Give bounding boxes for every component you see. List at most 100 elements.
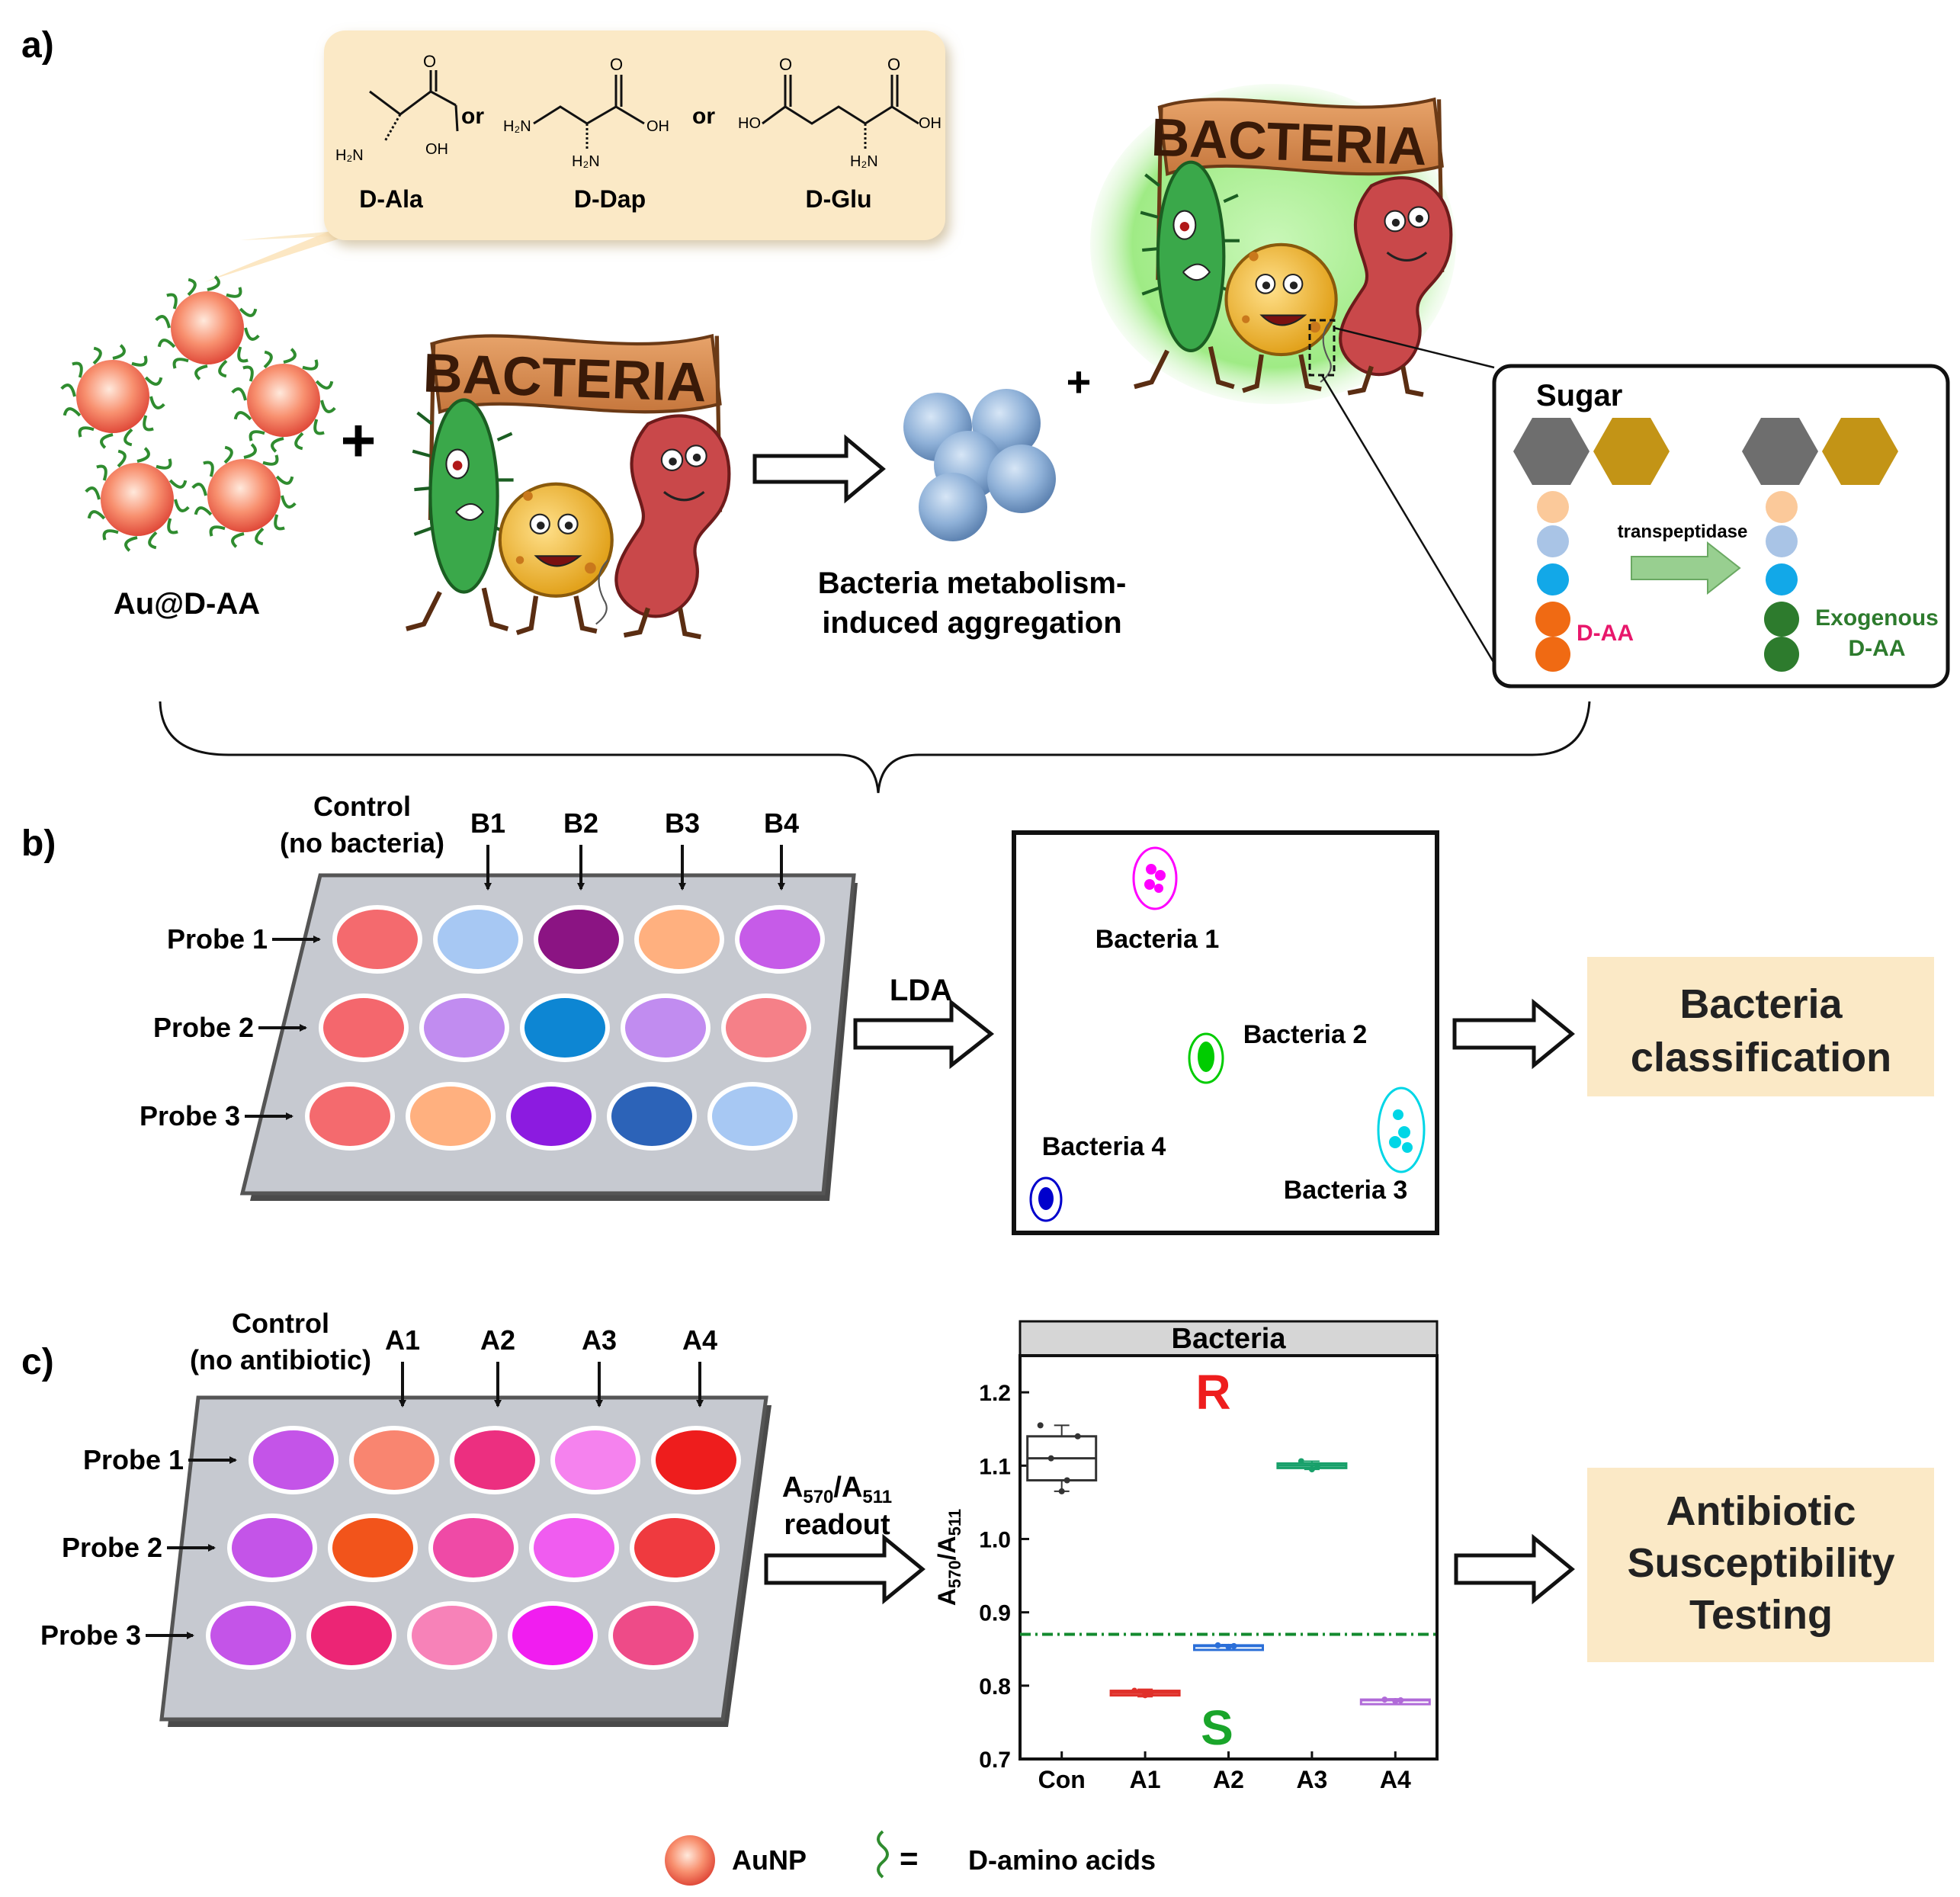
atom-label: O: [887, 55, 900, 74]
sensor-well: [450, 1426, 540, 1494]
x-tick-label: Con: [1038, 1766, 1086, 1793]
chart-frame: [1018, 1354, 1439, 1761]
cluster-label: Bacteria 4: [1042, 1132, 1166, 1161]
row-label: Probe 1: [83, 1444, 184, 1475]
ligand-strand: [194, 364, 208, 380]
data-point: [1397, 1697, 1404, 1704]
daa-label: D-AA: [1577, 621, 1634, 646]
ligand-strand: [100, 433, 114, 449]
control-label-line2: (no antibiotic): [190, 1344, 371, 1375]
ligand-strand: [87, 510, 106, 520]
ligand-strand: [112, 344, 126, 360]
sensor-well: [206, 1601, 296, 1670]
result-text-line1: Antibiotic: [1666, 1488, 1856, 1534]
cluster-ellipse: [1188, 1032, 1224, 1084]
data-point: [1225, 1643, 1232, 1650]
ligand-strand: [102, 529, 119, 541]
ligand-strand: [131, 355, 148, 367]
nanoparticle-core: [207, 459, 281, 532]
exogenous-label-line2: D-AA: [1849, 636, 1906, 661]
result-text-line2: Susceptibility: [1627, 1540, 1894, 1586]
peptide-chain-right: [1764, 491, 1799, 672]
column-label: A2: [480, 1324, 515, 1356]
data-point: [1392, 1698, 1399, 1705]
aunp-icon: [665, 1835, 715, 1886]
zoom-line: [1333, 326, 1495, 369]
result-box-ast: [1587, 1468, 1934, 1662]
sugar-hexagon: [1513, 418, 1589, 485]
data-point: [1230, 1642, 1237, 1649]
ligand-strand: [231, 532, 245, 548]
ligand-icon: [877, 1830, 889, 1879]
sensor-well: [508, 1601, 598, 1670]
y-tick-label: 1.2: [979, 1381, 1011, 1406]
x-tick-label: A2: [1213, 1766, 1244, 1793]
ligand-strand: [187, 278, 197, 297]
sensor-well: [630, 1513, 720, 1582]
ligand-strand: [320, 400, 336, 413]
control-label-line1: Control: [232, 1308, 329, 1339]
column-label: A4: [682, 1324, 717, 1356]
ligand-strand: [60, 384, 76, 397]
resistant-label: R: [1195, 1365, 1230, 1420]
ligand-strand: [283, 348, 297, 364]
nanoparticle-core: [171, 291, 244, 364]
susceptible-label: S: [1201, 1700, 1233, 1755]
au-nanoparticle: [231, 348, 336, 453]
panel-c-label: c): [21, 1342, 54, 1382]
data-point: [1314, 1462, 1320, 1469]
sensor-well: [735, 905, 825, 974]
box-A2: [1193, 1642, 1264, 1651]
ligand-strand: [263, 350, 273, 369]
y-tick-label: 0.8: [979, 1674, 1011, 1700]
data-point: [1214, 1642, 1221, 1648]
panel-a-label: a): [21, 25, 54, 66]
enzyme-label: transpeptidase: [1618, 522, 1748, 542]
cluster-label: Bacteria 3: [1284, 1176, 1408, 1205]
ligand-strand: [209, 525, 226, 537]
au-daa-label: Au@D-AA: [114, 587, 260, 621]
nanoparticle-core: [101, 463, 174, 536]
exogenous-label-line1: Exogenous: [1815, 605, 1939, 631]
sensor-well: [550, 1426, 640, 1494]
sugar-hexagon: [1593, 418, 1670, 485]
sugar-hexagon: [1822, 418, 1898, 485]
result-text-line3: Testing: [1689, 1592, 1833, 1638]
ligand-strand: [194, 506, 213, 516]
ligand-strand: [281, 495, 297, 509]
d-glu-label: D-Glu: [805, 185, 871, 213]
row-label: Probe 3: [140, 1100, 240, 1131]
control-label-line2: (no bacteria): [280, 827, 444, 859]
ligand-strand: [174, 499, 190, 512]
sugar-label: Sugar: [1536, 379, 1622, 412]
data-point: [1047, 1455, 1054, 1462]
ligand-strand: [203, 461, 214, 477]
arrow-icon: [1452, 998, 1575, 1070]
ligand-strand: [271, 437, 284, 453]
callout-pointer: [204, 229, 358, 282]
ligand-strand: [302, 359, 319, 371]
legend-aunp-label: AuNP: [732, 1844, 807, 1876]
data-point: [1308, 1466, 1315, 1473]
y-tick-label: 1.1: [979, 1454, 1011, 1479]
sensor-well: [621, 993, 711, 1062]
ligand-strand: [233, 411, 252, 421]
sensor-well: [328, 1513, 418, 1582]
cluster-ellipse: [1132, 846, 1178, 910]
cluster-label: Bacteria 1: [1095, 925, 1220, 954]
cluster-label: Bacteria 2: [1243, 1020, 1368, 1049]
ligand-strand: [155, 315, 171, 329]
au-nanoparticle: [85, 447, 190, 552]
ligand-strand: [249, 430, 265, 441]
row-label: Probe 1: [167, 923, 268, 955]
atom-label: H₂N: [503, 118, 531, 135]
box-Con: [1026, 1422, 1098, 1494]
data-point: [1074, 1433, 1081, 1440]
column-label: B4: [764, 807, 799, 839]
result-text-line1: Bacteria: [1679, 981, 1843, 1027]
atom-label: OH: [919, 115, 942, 132]
ligand-strand: [294, 432, 304, 451]
result-box-classification: [1587, 957, 1934, 1096]
